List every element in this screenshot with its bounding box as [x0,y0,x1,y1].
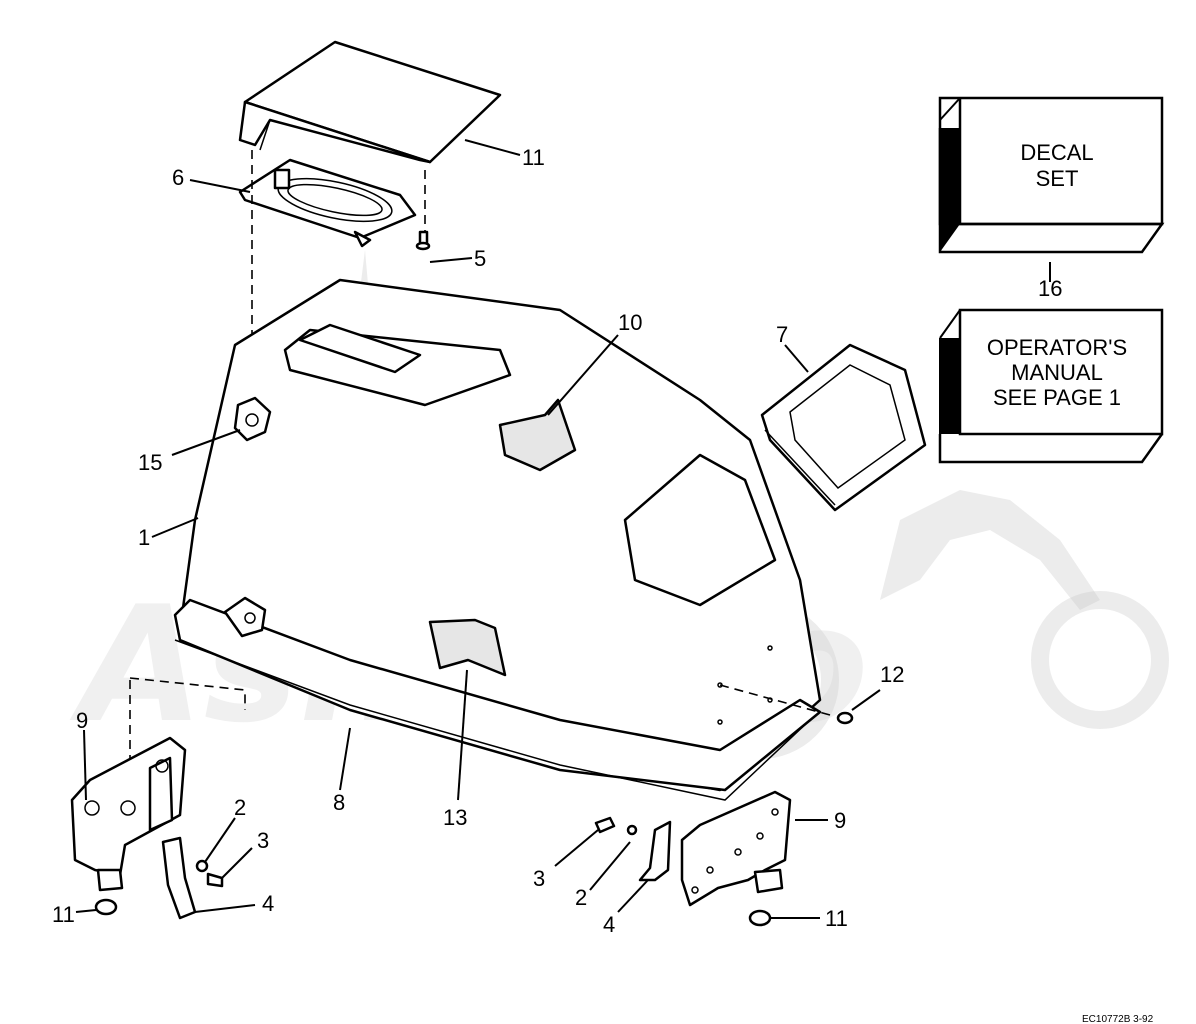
label-10: 10 [618,310,642,335]
label-15: 15 [138,450,162,475]
part-4-left-strap [161,836,197,920]
operators-manual-box: OPERATOR'S MANUAL SEE PAGE 1 [938,308,1164,464]
label-5: 5 [474,246,486,271]
part-3-right-bolt [594,816,616,834]
label-11-right: 11 [825,906,848,931]
label-4-right: 4 [603,912,615,937]
label-9-left: 9 [76,708,88,733]
manual-box-line1: OPERATOR'S [987,335,1127,360]
part-3-left-bolt [206,872,224,888]
part-14-top-cover [238,40,502,164]
part-15-knob [233,396,272,442]
part-13-foam [428,618,507,677]
decal-box-line1: DECAL [1020,140,1093,165]
label-4-left: 4 [262,891,274,916]
label-3-right: 3 [533,866,545,891]
part-11-right-bushing [748,909,772,927]
label-11-left: 11 [52,902,75,927]
leader-lines [75,139,1051,919]
label-2-left: 2 [234,795,246,820]
label-13: 13 [443,805,467,830]
guide-lines [129,150,426,760]
label-7: 7 [776,322,788,347]
part-11-left-bushing [94,898,118,916]
part-10-foam [498,398,577,472]
decal-set-box: DECAL SET [938,96,1165,254]
part-2-right-washer [626,824,638,836]
label-3-left: 3 [257,828,269,853]
part-7-window [760,343,927,512]
lower-latch [223,596,267,638]
label-1: 1 [138,525,150,550]
part-5-screw [415,230,431,251]
label-16: 16 [1038,276,1062,301]
label-8: 8 [333,790,345,815]
part-4-right-strap [638,820,672,882]
label-6: 6 [172,165,184,190]
decal-box-line2: SET [1036,166,1079,191]
manual-box-line3: SEE PAGE 1 [993,385,1121,410]
part-2-left-washer [195,859,209,873]
part-1-engine-cover [173,278,831,801]
part-6-seal [238,158,417,248]
part-9-right-bracket [680,790,792,907]
label-2-right: 2 [575,885,587,910]
footer-code: EC10772B 3-92 [1082,1014,1154,1024]
label-9-right: 9 [834,808,846,833]
manual-box-line2: MANUAL [1011,360,1103,385]
part-labels: 11 6 5 16 10 7 15 1 12 9 8 13 2 3 4 11 9… [52,145,1062,937]
part-9-left-bracket [70,736,187,892]
label-12: 12 [880,662,904,687]
label-14: 11 [522,145,545,170]
part-12-screw [836,711,854,725]
